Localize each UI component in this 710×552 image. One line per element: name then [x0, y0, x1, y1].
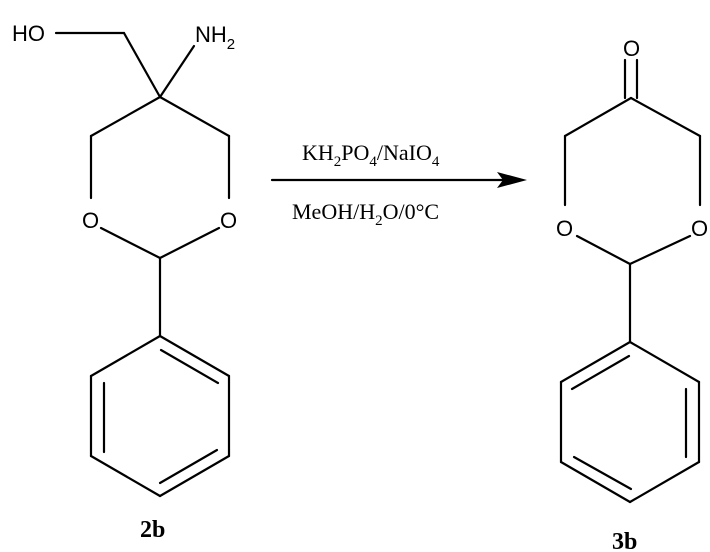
reactant-2b: HO NH2 O O 2b: [12, 21, 237, 543]
carbonyl-oxygen: O: [623, 36, 640, 61]
bond-c5-c4-product: [563, 96, 633, 138]
bond-c5-c6: [158, 95, 231, 138]
bond-o3-c2: [99, 226, 162, 260]
bond-o3-c2-product: [575, 234, 632, 266]
phenyl-ring-reactant: [89, 334, 231, 498]
ring-oxygen-left: O: [82, 208, 99, 233]
reaction-arrow-group: KH2PO4/NaIO4 MeOH/H2O/0°C: [270, 140, 527, 229]
bond-c5-n: [158, 44, 196, 99]
compound-label-3b: 3b: [612, 529, 637, 552]
condition-text: PO: [341, 140, 369, 165]
ring-oxygen-right-product: O: [691, 216, 708, 241]
condition-subscript: 2: [375, 213, 383, 229]
bond-c5-c4: [89, 95, 162, 138]
amine-label: NH2: [195, 22, 235, 53]
hydroxyl-label: HO: [12, 21, 45, 46]
bond-c5-c6-product: [629, 96, 702, 138]
solvent-conditions: MeOH/H2O/0°C: [292, 199, 439, 229]
condition-subscript: 4: [369, 154, 377, 170]
reagent-conditions: KH2PO4/NaIO4: [302, 140, 440, 170]
condition-text: O/0°C: [383, 199, 439, 224]
condition-subscript: 2: [334, 154, 342, 170]
ring-oxygen-right: O: [220, 208, 237, 233]
condition-subscript: 4: [432, 154, 440, 170]
phenyl-ring-product: [559, 340, 701, 504]
condition-text: KH: [302, 140, 334, 165]
ring-oxygen-left-product: O: [556, 216, 573, 241]
compound-label-2b: 2b: [140, 517, 165, 543]
bond-o1-c2-product: [628, 234, 692, 266]
bond-ch2-c5: [122, 31, 162, 99]
condition-text: MeOH/H: [292, 199, 375, 224]
reaction-arrowhead: [497, 172, 527, 188]
bond-o1-c2: [158, 226, 221, 260]
condition-text: /NaIO: [377, 140, 432, 165]
product-3b: O O O 3b: [556, 36, 708, 552]
